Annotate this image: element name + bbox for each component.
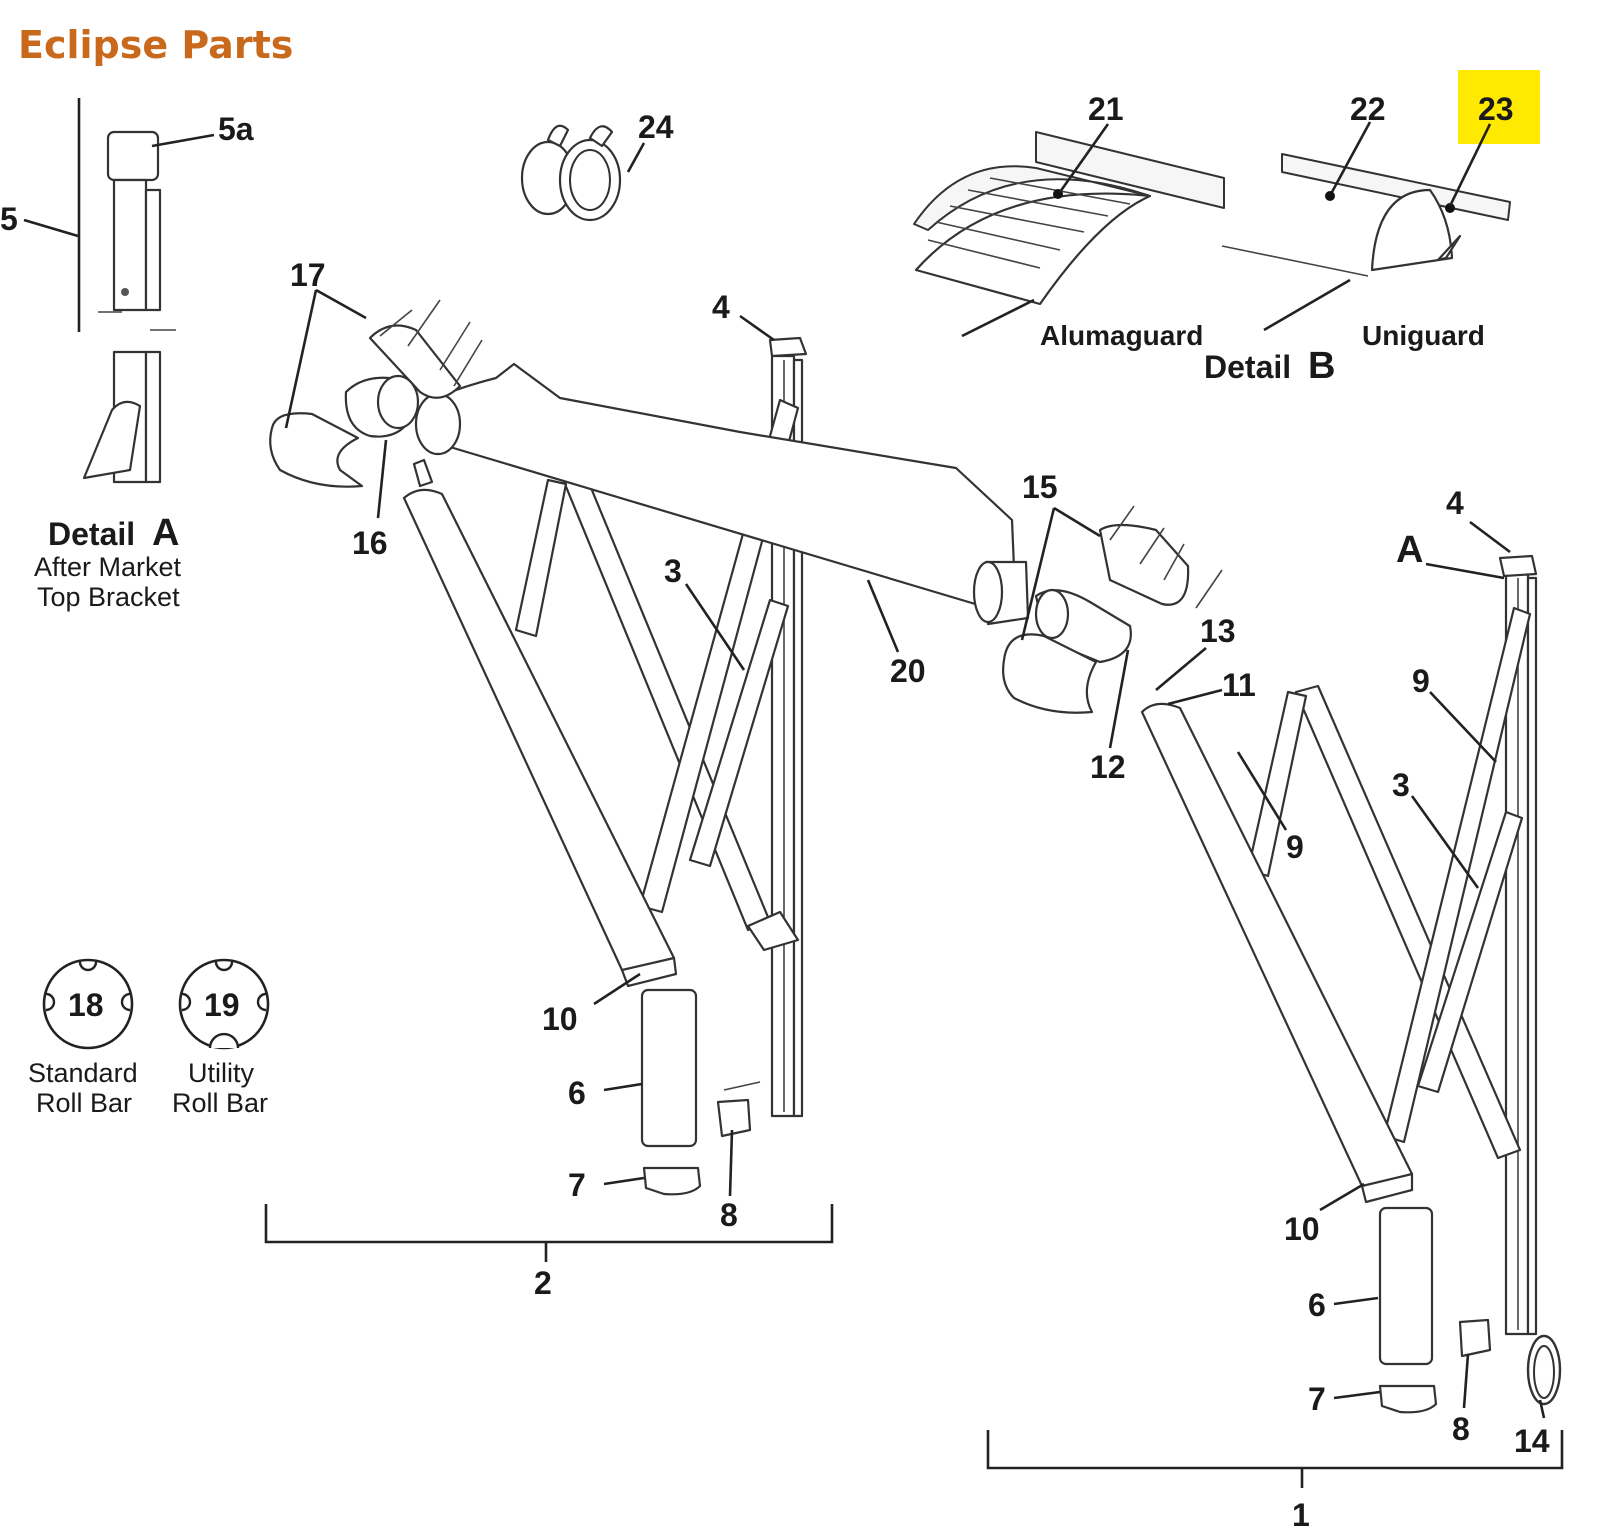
leader-23: [1448, 123, 1492, 207]
callout-A: A: [1396, 529, 1423, 571]
uniguard-end-dot: [1445, 203, 1455, 213]
leader-lines: [284, 288, 1546, 1419]
highlight-box: [1458, 70, 1540, 144]
callout-2: 2: [534, 1265, 552, 1301]
callout-11: 11: [1222, 667, 1256, 703]
callout-6-right: 6: [1308, 1287, 1326, 1323]
leader-24: [626, 142, 646, 173]
left-arm-illustration: [402, 336, 808, 1196]
callout-9-mid: 9: [1286, 829, 1304, 865]
roll-bar-18-caption-line2: Roll Bar: [36, 1088, 132, 1118]
callout-12: 12: [1090, 749, 1126, 785]
leader-21: [1058, 123, 1110, 193]
utility-roll-bar-icon: [178, 958, 270, 1050]
callout-9-right: 9: [1412, 663, 1430, 699]
detail-a-heading: Detail A: [48, 512, 179, 554]
callout-14: 14: [1514, 1423, 1550, 1459]
callout-10-left: 10: [542, 1001, 578, 1037]
leader-22: [1330, 121, 1372, 193]
bracket-1: [986, 1430, 1564, 1470]
left-end-cap-illustration: [269, 299, 483, 488]
roll-bar-18-number: 18: [68, 987, 104, 1023]
detail-a-illustration: [77, 98, 176, 484]
detail-a-word: Detail: [48, 516, 135, 552]
roll-bar-19-caption-line1: Utility: [188, 1058, 254, 1088]
detail-a-caption-line1: After Market: [34, 552, 182, 582]
roll-bar-19-caption-line2: Roll Bar: [172, 1088, 268, 1118]
roll-bar-19-number: 19: [204, 987, 240, 1023]
callout-4-right: 4: [1446, 485, 1464, 521]
callout-8-left: 8: [720, 1197, 738, 1233]
detail-a-caption-line2: Top Bracket: [37, 582, 180, 612]
right-end-cap-illustration: [1002, 505, 1223, 714]
callout-7-left: 7: [568, 1167, 586, 1203]
bracket-2: [264, 1204, 834, 1244]
alumaguard-illustration: [913, 131, 1225, 338]
alumaguard-label: Alumaguard: [1040, 320, 1203, 351]
detail-b-letter: B: [1308, 345, 1335, 387]
uniguard-dot: [1325, 191, 1335, 201]
callout-21: 21: [1088, 91, 1124, 127]
callout-10-right: 10: [1284, 1211, 1320, 1247]
callout-24: 24: [638, 109, 674, 145]
right-arm-illustration: [1140, 554, 1562, 1414]
callout-7-right: 7: [1308, 1381, 1326, 1417]
leader-5: [23, 218, 79, 238]
callout-5: 5: [0, 201, 18, 237]
callout-20: 20: [890, 653, 926, 689]
callout-17: 17: [290, 257, 326, 293]
callout-5a: 5a: [218, 111, 254, 147]
callout-15: 15: [1022, 469, 1058, 505]
callout-1: 1: [1292, 1497, 1310, 1533]
detail-b-heading: Detail B: [1204, 345, 1335, 387]
callout-23: 23: [1478, 91, 1514, 127]
callout-8-right: 8: [1452, 1411, 1470, 1447]
uniguard-illustration: [1221, 153, 1511, 332]
uniguard-label: Uniguard: [1362, 320, 1485, 351]
callout-3-right: 3: [1392, 767, 1410, 803]
detail-b-word: Detail: [1204, 349, 1291, 385]
callout-16: 16: [352, 525, 388, 561]
clamps-illustration: [520, 124, 622, 222]
callout-6-left: 6: [568, 1075, 586, 1111]
roller-tube-illustration: [414, 362, 1030, 626]
callout-4-left: 4: [712, 289, 730, 325]
callout-22: 22: [1350, 91, 1386, 127]
leader-5a: [151, 133, 215, 148]
callout-13: 13: [1200, 613, 1236, 649]
callout-3-left: 3: [664, 553, 682, 589]
roll-bar-18-caption-line1: Standard: [28, 1058, 138, 1088]
page-title: Eclipse Parts: [18, 23, 293, 67]
detail-a-letter: A: [152, 512, 179, 554]
standard-roll-bar-icon: [42, 958, 134, 1050]
